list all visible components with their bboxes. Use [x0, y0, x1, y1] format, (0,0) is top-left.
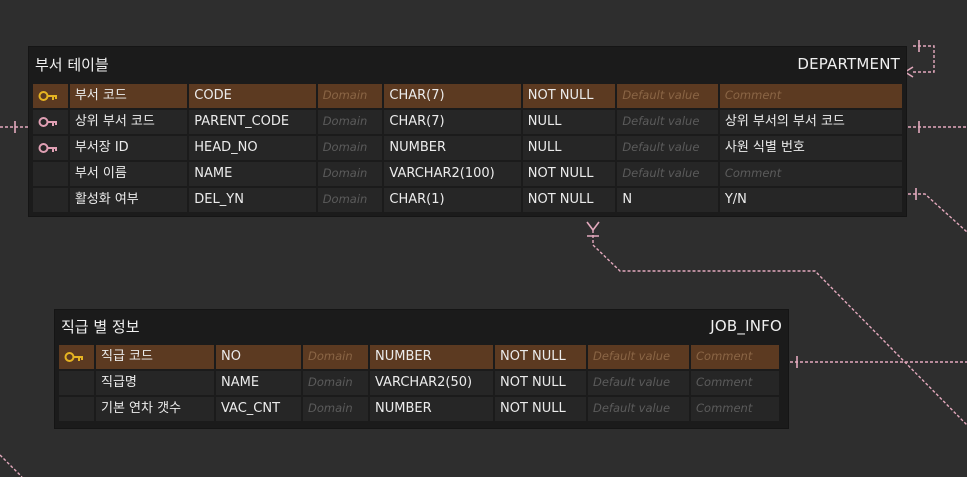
key-cell[interactable] — [33, 84, 68, 108]
column-logical-name[interactable]: 부서 코드 — [69, 84, 188, 108]
column-comment[interactable]: Comment — [719, 162, 902, 186]
column-logical-name[interactable]: 상위 부서 코드 — [69, 110, 188, 134]
column-physical-name[interactable]: NAME — [189, 162, 316, 186]
column-domain[interactable]: Domain — [317, 84, 383, 108]
column-logical-name[interactable]: 기본 연차 갯수 — [96, 397, 214, 421]
column-comment[interactable]: 상위 부서의 부서 코드 — [719, 110, 902, 134]
column-default-value[interactable]: Default value — [617, 162, 718, 186]
column-comment[interactable]: Comment — [719, 84, 902, 108]
column-comment[interactable]: Comment — [691, 371, 779, 395]
self-relation-arrow — [904, 66, 914, 78]
key-cell[interactable] — [33, 136, 68, 160]
column-default-value[interactable]: Default value — [588, 345, 689, 369]
column-physical-name[interactable]: PARENT_CODE — [189, 110, 316, 134]
column-data-type[interactable]: VARCHAR2(100) — [384, 162, 521, 186]
column-logical-name[interactable]: 직급 코드 — [96, 345, 214, 369]
table-physical-name: DEPARTMENT — [797, 55, 900, 73]
table-physical-name: JOB_INFO — [710, 317, 782, 335]
key-cell[interactable] — [59, 345, 94, 369]
column-domain[interactable]: Domain — [303, 345, 368, 369]
column-nullable[interactable]: NOT NULL — [522, 162, 616, 186]
column-physical-name[interactable]: VAC_CNT — [216, 397, 301, 421]
column-default-value[interactable]: Default value — [588, 371, 689, 395]
column-comment[interactable]: Comment — [691, 397, 779, 421]
column-nullable[interactable]: NULL — [522, 110, 616, 134]
column-nullable[interactable]: NOT NULL — [522, 84, 616, 108]
column-physical-name[interactable]: NAME — [216, 371, 301, 395]
column-default-value[interactable]: Default value — [617, 84, 718, 108]
table-logical-name: 부서 테이블 — [35, 55, 109, 74]
column-domain[interactable]: Domain — [303, 397, 368, 421]
column-comment[interactable]: 사원 식별 번호 — [719, 136, 902, 160]
table-logical-name: 직급 별 정보 — [61, 317, 140, 336]
right-relation-line-2 — [908, 193, 967, 233]
column-data-type[interactable]: CHAR(7) — [384, 110, 521, 134]
column-nullable[interactable]: NOT NULL — [495, 397, 586, 421]
table-header[interactable]: 부서 테이블 DEPARTMENT — [29, 47, 906, 81]
column-domain[interactable]: Domain — [303, 371, 368, 395]
table-header[interactable]: 직급 별 정보 JOB_INFO — [55, 310, 788, 342]
column-data-type[interactable]: CHAR(7) — [384, 84, 521, 108]
column-nullable[interactable]: NOT NULL — [495, 371, 586, 395]
crowfoot-marker — [586, 221, 600, 237]
column-logical-name[interactable]: 직급명 — [96, 371, 214, 395]
column-logical-name[interactable]: 부서장 ID — [69, 136, 188, 160]
column-comment[interactable]: Comment — [691, 345, 779, 369]
column-data-type[interactable]: NUMBER — [370, 397, 493, 421]
column-domain[interactable]: Domain — [317, 136, 383, 160]
column-data-type[interactable]: CHAR(1) — [384, 188, 521, 212]
column-domain[interactable]: Domain — [317, 110, 383, 134]
self-relation-line — [913, 45, 935, 73]
column-logical-name[interactable]: 활성화 여부 — [69, 188, 188, 212]
column-physical-name[interactable]: CODE — [189, 84, 316, 108]
column-nullable[interactable]: NOT NULL — [522, 188, 616, 212]
column-domain[interactable]: Domain — [317, 162, 383, 186]
column-physical-name[interactable]: NO — [216, 345, 301, 369]
column-comment[interactable]: Y/N — [719, 188, 902, 212]
key-cell[interactable] — [59, 397, 94, 421]
column-logical-name[interactable]: 부서 이름 — [69, 162, 188, 186]
key-cell[interactable] — [33, 188, 68, 212]
column-default-value[interactable]: N — [617, 188, 718, 212]
column-default-value[interactable]: Default value — [588, 397, 689, 421]
key-cell[interactable] — [33, 162, 68, 186]
key-cell[interactable] — [33, 110, 68, 134]
column-data-type[interactable]: NUMBER — [384, 136, 521, 160]
column-physical-name[interactable]: DEL_YN — [189, 188, 316, 212]
column-nullable[interactable]: NULL — [522, 136, 616, 160]
column-physical-name[interactable]: HEAD_NO — [189, 136, 316, 160]
column-default-value[interactable]: Default value — [617, 110, 718, 134]
column-domain[interactable]: Domain — [317, 188, 383, 212]
column-data-type[interactable]: NUMBER — [370, 345, 493, 369]
column-default-value[interactable]: Default value — [617, 136, 718, 160]
column-data-type[interactable]: VARCHAR2(50) — [370, 371, 493, 395]
lower-left-relation-line — [0, 454, 23, 477]
column-nullable[interactable]: NOT NULL — [495, 345, 586, 369]
key-cell[interactable] — [59, 371, 94, 395]
